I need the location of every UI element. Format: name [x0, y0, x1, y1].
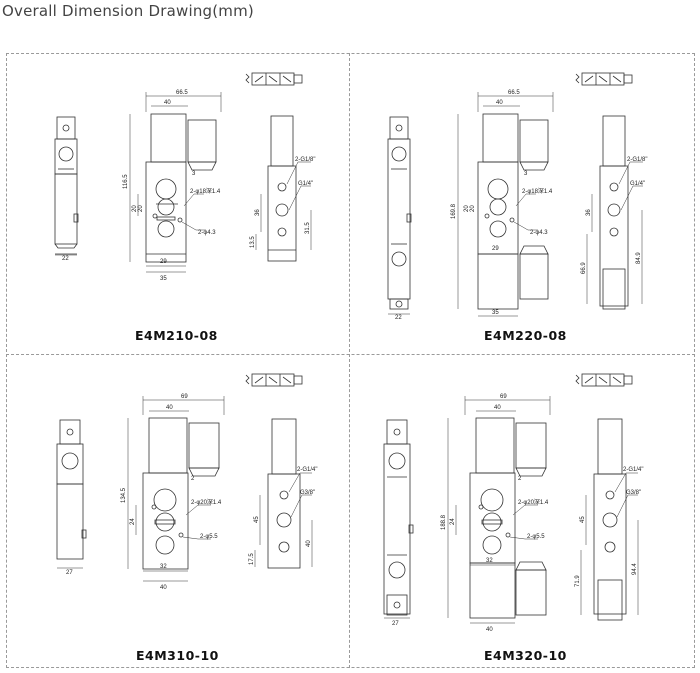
dim-b1: 29 — [160, 259, 167, 265]
dim-side-width: 22 — [395, 315, 402, 321]
front-view — [477, 113, 549, 310]
dim-d2: 20 — [132, 205, 138, 212]
right-d2: 31.5 — [305, 222, 311, 234]
right-d2: 94.4 — [632, 563, 638, 575]
horizontal-divider — [6, 354, 695, 355]
right-d2: 84.9 — [636, 252, 642, 264]
dim-b2: 35 — [160, 276, 167, 282]
dim-b2: 40 — [160, 585, 167, 591]
model-label-e4m210-08: E4M210-08 — [135, 328, 218, 343]
valve-symbol-icon — [245, 72, 303, 86]
right-port2: G1/4" — [630, 181, 645, 187]
dim-b1: 29 — [492, 246, 499, 252]
right-view — [599, 115, 629, 310]
dim-side-width: 27 — [392, 621, 399, 627]
dim-coil-width: 40 — [496, 100, 503, 106]
dim-d2: 24 — [130, 518, 136, 525]
dim-height: 134.5 — [121, 487, 127, 503]
right-d3: 71.9 — [575, 575, 581, 587]
side-view — [54, 116, 79, 255]
right-port2: G3/8" — [626, 490, 641, 496]
dim-overall-width: 66.5 — [176, 90, 188, 96]
valve-symbol-icon — [245, 373, 303, 387]
port-note: 2-φ20深1.4 — [518, 498, 549, 506]
right-port1: 2-G1/8" — [295, 157, 315, 163]
right-d1: 45 — [254, 516, 260, 523]
side-view — [383, 419, 414, 616]
dim-overall-width: 69 — [181, 394, 188, 400]
right-port2: G3/8" — [300, 490, 315, 496]
dim-d3: 20 — [138, 205, 144, 212]
hole-note: 2-φ5.5 — [527, 534, 545, 540]
right-d1: 36 — [586, 209, 592, 216]
port-note: 2-φ18深1.4 — [190, 187, 221, 195]
hole-note: 2-φ4.3 — [198, 230, 216, 236]
dim-height: 188.8 — [441, 514, 447, 530]
hole-note: 2-φ5.5 — [200, 534, 218, 540]
right-port1: 2-G1/4" — [297, 467, 317, 473]
dim-height: 116.5 — [123, 174, 129, 189]
hole-note: 2-φ4.3 — [530, 230, 548, 236]
drawing-e4m310-10: 69 40 134.5 2 24 2-φ20深1.4 2-φ5.5 32 40 … — [56, 373, 317, 591]
drawing-e4m210-08: 66.5 40 116.5 3 20 20 2-φ18深1.4 2-φ4.3 2… — [54, 72, 315, 282]
right-d2: 40 — [306, 540, 312, 547]
model-label-e4m220-08: E4M220-08 — [484, 328, 567, 343]
port-note: 2-φ20深1.4 — [191, 498, 222, 506]
right-view — [267, 418, 301, 569]
drawing-frame — [6, 53, 695, 668]
dim-d2: 20 — [464, 205, 470, 212]
dim-height: 169.8 — [451, 203, 457, 219]
right-d3: 17.5 — [249, 553, 255, 565]
vertical-divider — [349, 53, 350, 668]
dim-d1: 2 — [518, 476, 522, 482]
dim-coil-width: 40 — [164, 100, 171, 106]
valve-symbol-icon — [575, 373, 633, 387]
drawing-e4m220-08: 66.5 40 169.8 3 20 20 2-φ18深1.4 2-φ4.3 2… — [387, 72, 647, 321]
valve-symbol-icon — [575, 72, 633, 86]
side-view — [56, 419, 87, 560]
right-d1: 45 — [580, 516, 586, 523]
right-view — [267, 115, 297, 262]
dim-d1: 3 — [192, 171, 196, 177]
front-view — [142, 417, 220, 570]
page-title: Overall Dimension Drawing(mm) — [2, 2, 254, 20]
dim-d3: 20 — [470, 205, 476, 212]
dim-coil-width: 40 — [494, 405, 501, 411]
dim-side-width: 27 — [66, 570, 73, 576]
model-label-e4m320-10: E4M320-10 — [484, 648, 567, 663]
dim-d1: 3 — [524, 171, 528, 177]
dim-overall-width: 66.5 — [508, 90, 520, 96]
dim-coil-width: 40 — [166, 405, 173, 411]
front-view — [469, 417, 547, 619]
model-label-e4m310-10: E4M310-10 — [136, 648, 219, 663]
right-port1: 2-G1/8" — [627, 157, 647, 163]
right-port2: G1/4" — [298, 181, 313, 187]
dim-b2: 40 — [486, 627, 493, 633]
right-d1: 36 — [255, 209, 261, 216]
dim-d1: 2 — [191, 476, 195, 482]
drawing-e4m320-10: 69 40 188.8 2 24 2-φ20深1.4 2-φ5.5 32 40 … — [383, 373, 643, 633]
port-note: 2-φ18深1.4 — [522, 187, 553, 195]
dim-d2: 24 — [450, 518, 456, 525]
dim-b1: 32 — [486, 558, 493, 564]
right-view — [593, 418, 627, 621]
dim-b1: 32 — [160, 564, 167, 570]
side-view — [387, 116, 412, 310]
front-view — [145, 113, 217, 263]
right-port1: 2-G1/4" — [623, 467, 643, 473]
dim-side-width: 22 — [62, 256, 69, 262]
dim-b2: 35 — [492, 310, 499, 316]
right-d3: 13.5 — [250, 236, 256, 248]
dim-overall-width: 69 — [500, 394, 507, 400]
right-d3: 66.9 — [581, 262, 587, 274]
